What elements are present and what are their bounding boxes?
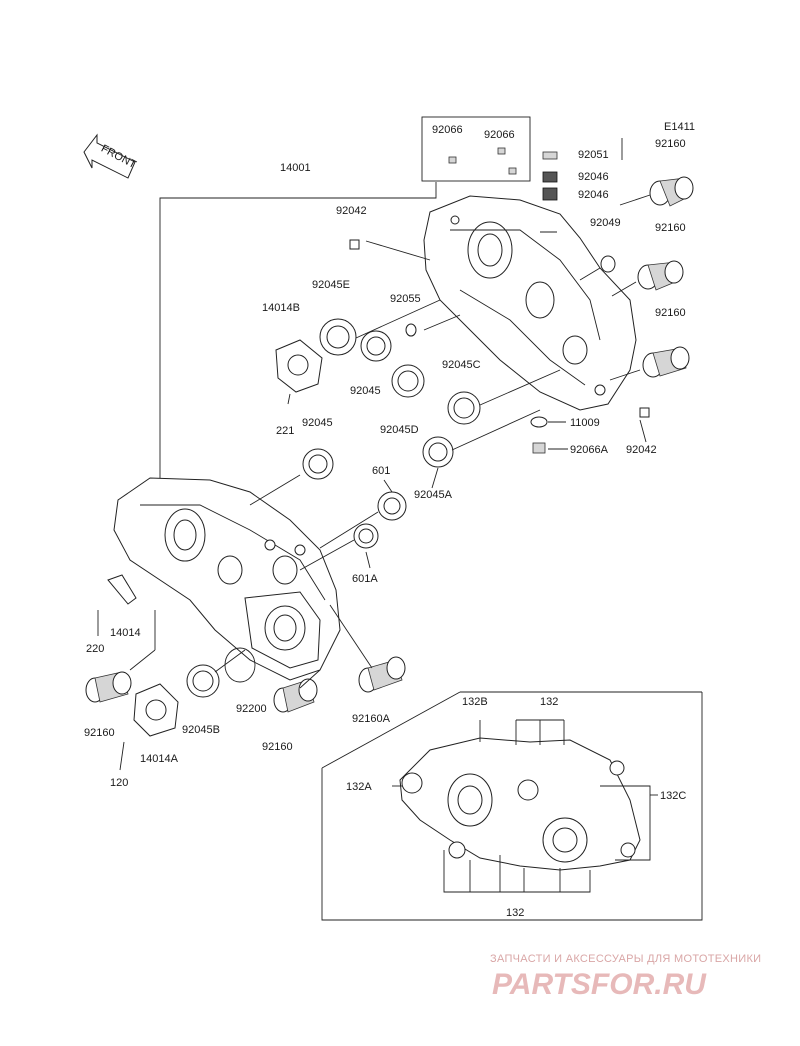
label-221: 221: [276, 425, 294, 437]
label-601: 601: [372, 465, 390, 477]
right-crankcase-half: [423, 195, 637, 411]
assembly-bracket-14001: [159, 182, 437, 480]
label-92066-a: 92066: [432, 124, 463, 136]
label-220: 220: [86, 643, 104, 655]
label-92160-c: 92160: [655, 307, 686, 319]
label-92045-a: 92045: [350, 385, 381, 397]
label-92066A: 92066A: [570, 444, 609, 456]
label-14014: 14014: [110, 627, 141, 639]
bolt-set-inset: [392, 719, 658, 893]
left-crankcase-half: [113, 477, 341, 681]
label-92160-d: 92160: [84, 727, 115, 739]
label-132A: 132A: [346, 781, 372, 793]
bearings-upper: [275, 151, 694, 468]
label-14014B: 14014B: [262, 302, 300, 314]
label-14014A: 14014A: [140, 753, 179, 765]
dowel-pin-inset: [421, 116, 531, 182]
label-132-top: 132: [540, 696, 558, 708]
label-92045-b: 92045: [302, 417, 333, 429]
label-92051: 92051: [578, 149, 609, 161]
label-92066-b: 92066: [484, 129, 515, 141]
label-92200: 92200: [236, 703, 267, 715]
label-92042-a: 92042: [336, 205, 367, 217]
watermark: ЗАПЧАСТИ И АКСЕССУАРЫ ДЛЯ МОТОТЕХНИКИ PA…: [490, 953, 761, 1001]
label-92160-a: 92160: [655, 138, 686, 150]
label-92045B: 92045B: [182, 724, 220, 736]
label-120: 120: [110, 777, 128, 789]
label-132-bottom: 132: [506, 907, 524, 919]
label-132C: 132C: [660, 790, 686, 802]
label-11009: 11009: [570, 417, 600, 429]
label-92045E: 92045E: [312, 279, 350, 291]
label-92042-b: 92042: [626, 444, 657, 456]
front-direction-arrow: FRONT: [83, 133, 138, 179]
label-92045D: 92045D: [380, 424, 419, 436]
label-132B: 132B: [462, 696, 488, 708]
label-92049: 92049: [590, 217, 621, 229]
watermark-logo: PARTSFOR.RU: [492, 968, 707, 1001]
label-92160-b: 92160: [655, 222, 686, 234]
leader-lines: [129, 138, 703, 921]
label-92046-a: 92046: [578, 171, 609, 183]
diagram-code: E1411: [664, 121, 695, 133]
label-92046-b: 92046: [578, 189, 609, 201]
bearings-lower: [85, 448, 407, 771]
label-601A: 601A: [352, 573, 378, 585]
part-labels: E1411 14001 92066 92066 92051 92046 9204…: [84, 121, 695, 919]
label-92045C: 92045C: [442, 359, 481, 371]
watermark-caption: ЗАПЧАСТИ И АКСЕССУАРЫ ДЛЯ МОТОТЕХНИКИ: [490, 953, 761, 965]
label-92160-e: 92160: [262, 741, 293, 753]
label-14001: 14001: [280, 162, 311, 174]
label-92160A: 92160A: [352, 713, 391, 725]
label-92045A: 92045A: [414, 489, 453, 501]
label-92055: 92055: [390, 293, 421, 305]
